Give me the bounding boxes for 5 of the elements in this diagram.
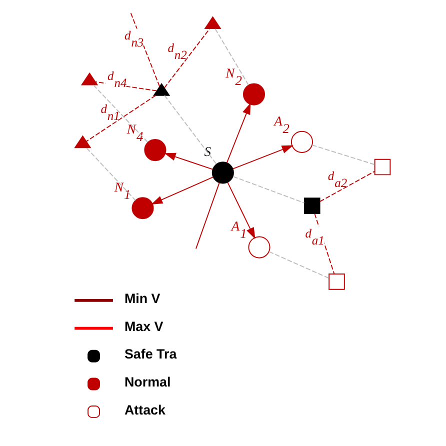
- legend-label: Attack: [124, 402, 166, 418]
- legend-label: Max V: [124, 318, 163, 334]
- legend-label: Normal: [124, 374, 170, 390]
- legend-label: Min V: [124, 291, 160, 306]
- legend-label: Safe Tra: [124, 346, 176, 362]
